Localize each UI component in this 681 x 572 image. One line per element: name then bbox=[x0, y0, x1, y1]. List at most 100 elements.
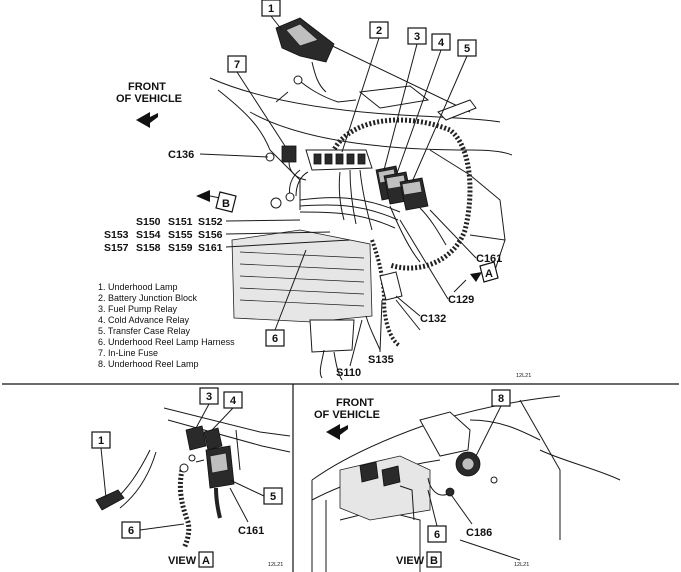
legend: 1. Underhood Lamp 2. Battery Junction Bl… bbox=[98, 282, 235, 369]
view-b-front-bottom: OF VEHICLE bbox=[314, 409, 380, 421]
view-b-code: 12L21 bbox=[514, 562, 529, 568]
view-b-label-c186: C186 bbox=[466, 527, 492, 539]
view-b-callout-6: 6 bbox=[427, 489, 447, 543]
svg-text:3. Fuel Pump Relay: 3. Fuel Pump Relay bbox=[98, 304, 178, 314]
svg-text:4. Cold Advance Relay: 4. Cold Advance Relay bbox=[98, 315, 190, 325]
svg-text:7: 7 bbox=[234, 59, 240, 71]
view-a-callout-5: 5 bbox=[229, 479, 283, 505]
svg-text:VIEW: VIEW bbox=[396, 555, 425, 567]
svg-text:8: 8 bbox=[498, 393, 504, 405]
fender-line-mid bbox=[249, 111, 513, 156]
label-c161: C161 bbox=[476, 253, 502, 265]
svg-text:S155: S155 bbox=[168, 229, 193, 241]
svg-text:7. In-Line Fuse: 7. In-Line Fuse bbox=[98, 348, 158, 358]
view-b-caption: VIEW B bbox=[396, 551, 442, 568]
svg-text:4: 4 bbox=[230, 395, 237, 407]
svg-text:4: 4 bbox=[438, 37, 445, 49]
underhood-reel-lamp bbox=[455, 451, 498, 484]
svg-text:S161: S161 bbox=[198, 242, 223, 254]
label-s110: S110 bbox=[336, 367, 361, 379]
view-b-reservoir bbox=[419, 411, 471, 457]
view-a-callout-6: 6 bbox=[121, 521, 185, 539]
callout-6: 6 bbox=[265, 249, 307, 347]
svg-text:1: 1 bbox=[98, 435, 104, 447]
wiring-bundle bbox=[270, 169, 447, 263]
splice-labels: S150 S151 S152 S153 S154 S155 S156 S157 … bbox=[104, 216, 351, 254]
hood-edge bbox=[319, 39, 471, 113]
transfer-case-relay bbox=[399, 177, 429, 211]
mount-plate-left bbox=[358, 85, 430, 109]
view-a-relay-3 bbox=[185, 425, 207, 451]
svg-text:S159: S159 bbox=[168, 242, 193, 254]
underhood-lamp bbox=[275, 17, 335, 93]
svg-text:S158: S158 bbox=[136, 242, 161, 254]
battery-junction-block bbox=[305, 149, 373, 171]
view-a-harness bbox=[177, 469, 192, 550]
svg-text:3: 3 bbox=[206, 391, 212, 403]
view-a-caption: VIEW A bbox=[168, 551, 214, 568]
view-b-callout-8: 8 bbox=[475, 389, 511, 457]
view-b-marker: B bbox=[196, 190, 237, 213]
svg-text:S152: S152 bbox=[198, 216, 223, 228]
svg-text:A: A bbox=[202, 555, 210, 567]
lower-harness bbox=[370, 239, 402, 348]
callout-1: 1 bbox=[261, 0, 283, 31]
view-a-relay-4 bbox=[203, 427, 223, 451]
view-b-front-arrow-icon bbox=[326, 424, 348, 440]
callout-5: 5 bbox=[411, 39, 477, 183]
lamp-wire bbox=[295, 77, 357, 103]
svg-text:2. Battery Junction Block: 2. Battery Junction Block bbox=[98, 293, 198, 303]
view-b: FRONT OF VEHICLE bbox=[311, 395, 621, 572]
callout-3: 3 bbox=[383, 27, 427, 171]
label-c136: C136 bbox=[168, 149, 194, 161]
svg-text:A: A bbox=[485, 268, 493, 280]
svg-text:S150: S150 bbox=[136, 216, 161, 228]
svg-text:8. Underhood Reel Lamp: 8. Underhood Reel Lamp bbox=[98, 359, 199, 369]
view-b-front-top: FRONT bbox=[336, 397, 374, 409]
arrow-left-icon bbox=[196, 190, 210, 202]
fender-line-left bbox=[217, 89, 271, 151]
figure-code: 12L21 bbox=[516, 373, 531, 379]
svg-text:2: 2 bbox=[376, 25, 382, 37]
svg-text:S156: S156 bbox=[198, 229, 223, 241]
svg-text:B: B bbox=[430, 555, 438, 567]
front-label-top: FRONT bbox=[128, 81, 166, 93]
svg-text:1: 1 bbox=[268, 3, 274, 15]
label-c129: C129 bbox=[448, 294, 474, 306]
svg-text:5: 5 bbox=[464, 43, 470, 55]
svg-text:VIEW: VIEW bbox=[168, 555, 197, 567]
label-c132: C132 bbox=[420, 313, 446, 325]
svg-text:6. Underhood Reel Lamp Harne: 6. Underhood Reel Lamp Harness bbox=[98, 337, 235, 347]
view-a-callout-4: 4 bbox=[211, 391, 243, 431]
view-b-box bbox=[339, 455, 431, 521]
svg-text:1. Underhood Lamp: 1. Underhood Lamp bbox=[98, 282, 178, 292]
connector-c132 bbox=[379, 271, 403, 301]
lamp-bolt bbox=[293, 75, 303, 85]
callout-7: 7 bbox=[227, 55, 286, 147]
callout-2: 2 bbox=[341, 21, 389, 153]
main-view bbox=[209, 17, 513, 381]
svg-text:S154: S154 bbox=[136, 229, 161, 241]
strut-line bbox=[429, 149, 506, 241]
arrow-icon bbox=[470, 272, 482, 282]
svg-text:3: 3 bbox=[414, 31, 420, 43]
front-arrow-icon bbox=[136, 112, 158, 128]
mount-plate-right bbox=[437, 99, 477, 121]
svg-text:S157: S157 bbox=[104, 242, 129, 254]
bracket-line bbox=[469, 234, 506, 271]
svg-text:B: B bbox=[222, 198, 230, 210]
svg-text:6: 6 bbox=[272, 333, 278, 345]
screw bbox=[275, 91, 289, 103]
svg-text:6: 6 bbox=[434, 529, 440, 541]
svg-text:6: 6 bbox=[128, 525, 134, 537]
svg-text:5. Transfer Case Relay: 5. Transfer Case Relay bbox=[98, 326, 191, 336]
callout-4: 4 bbox=[395, 33, 451, 177]
in-line-fuse bbox=[265, 145, 307, 181]
svg-text:5: 5 bbox=[270, 491, 276, 503]
svg-text:S151: S151 bbox=[168, 216, 193, 228]
view-a-marker: A bbox=[453, 261, 499, 293]
svg-text:S153: S153 bbox=[104, 229, 129, 241]
view-a-callout-3: 3 bbox=[195, 387, 219, 429]
